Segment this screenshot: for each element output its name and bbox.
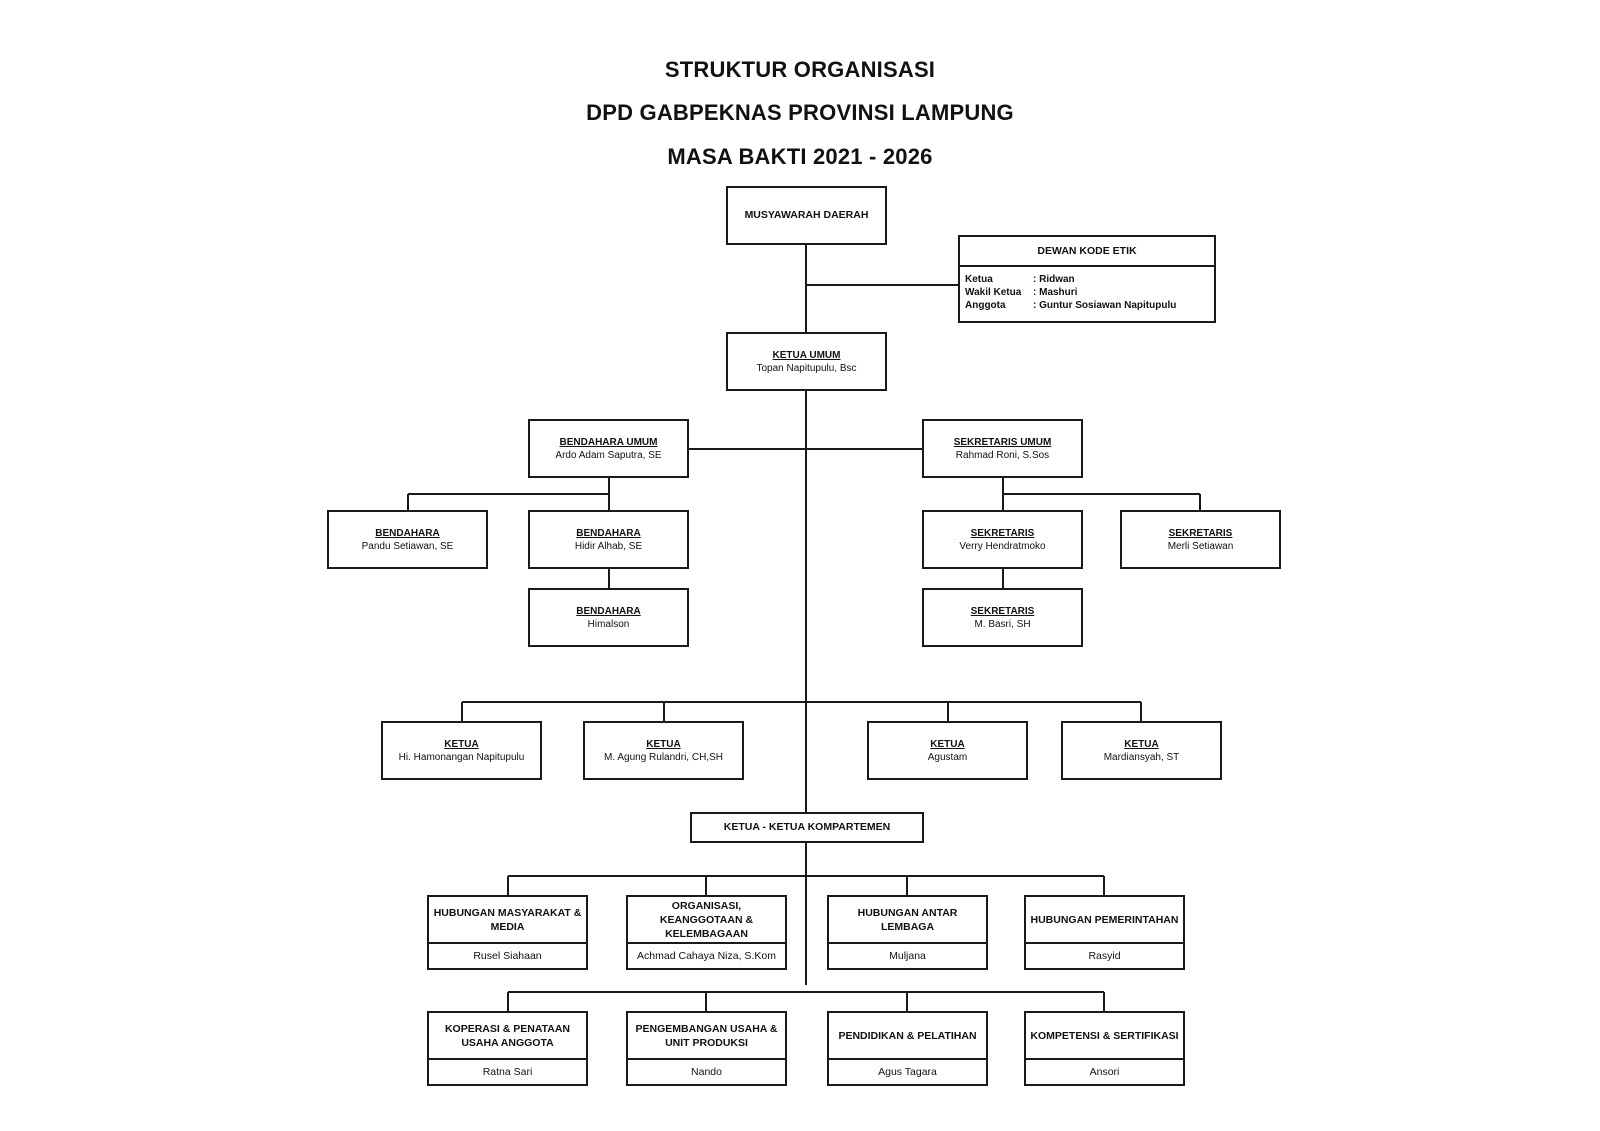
department-box: PENDIDIKAN & PELATIHAN Agus Tagara — [827, 1011, 988, 1086]
dewan-kode-etik-box: DEWAN KODE ETIK Ketua : Ridwan Wakil Ket… — [958, 235, 1216, 323]
sekretaris-title: SEKRETARIS — [970, 605, 1035, 617]
sekretaris-name: M. Basri, SH — [974, 618, 1031, 630]
kompartemen-box: KETUA - KETUA KOMPARTEMEN — [690, 812, 924, 843]
ketua-name: M. Agung Rulandri, CH,SH — [604, 751, 723, 763]
sekretaris-box: SEKRETARIS Merli Setiawan — [1120, 510, 1281, 569]
sekretaris-box: SEKRETARIS M. Basri, SH — [922, 588, 1083, 647]
ketua-box: KETUA Agustam — [867, 721, 1028, 780]
bendahara-title: BENDAHARA — [576, 605, 641, 617]
musyawarah-daerah-label: MUSYAWARAH DAERAH — [744, 209, 869, 221]
bendahara-title: BENDAHARA — [576, 527, 641, 539]
department-head-name: Muljana — [889, 950, 926, 962]
sekretaris-name: Verry Hendratmoko — [959, 540, 1046, 552]
ketua-title: KETUA — [930, 738, 965, 750]
dewan-kode-etik-row: Ketua : Ridwan — [960, 273, 1214, 286]
department-head-name: Rasyid — [1088, 950, 1121, 962]
ketua-box: KETUA Mardiansyah, ST — [1061, 721, 1222, 780]
ketua-umum-box: KETUA UMUM Topan Napitupulu, Bsc — [726, 332, 887, 391]
department-box: PENGEMBANGAN USAHA & UNIT PRODUKSI Nando — [626, 1011, 787, 1086]
department-box: HUBUNGAN PEMERINTAHAN Rasyid — [1024, 895, 1185, 970]
department-box: HUBUNGAN MASYARAKAT & MEDIA Rusel Siahaa… — [427, 895, 588, 970]
department-title: HUBUNGAN ANTAR LEMBAGA — [829, 897, 986, 944]
bendahara-umum-title: BENDAHARA UMUM — [559, 436, 658, 448]
bendahara-box: BENDAHARA Pandu Setiawan, SE — [327, 510, 488, 569]
sekretaris-title: SEKRETARIS — [1168, 527, 1233, 539]
dewan-kode-etik-row: Anggota : Guntur Sosiawan Napitupulu — [960, 299, 1214, 312]
bendahara-box: BENDAHARA Hidir Alhab, SE — [528, 510, 689, 569]
ketua-title: KETUA — [444, 738, 479, 750]
dewan-kode-etik-role: Ketua — [965, 274, 993, 285]
ketua-box: KETUA M. Agung Rulandri, CH,SH — [583, 721, 744, 780]
department-box: KOMPETENSI & SERTIFIKASI Ansori — [1024, 1011, 1185, 1086]
dewan-kode-etik-member: : Ridwan — [1033, 274, 1075, 285]
ketua-name: Hi. Hamonangan Napitupulu — [398, 751, 525, 763]
title-line-3: MASA BAKTI 2021 - 2026 — [667, 144, 933, 169]
department-title: KOMPETENSI & SERTIFIKASI — [1026, 1013, 1183, 1060]
kompartemen-label: KETUA - KETUA KOMPARTEMEN — [723, 821, 891, 833]
sekretaris-umum-box: SEKRETARIS UMUM Rahmad Roni, S.Sos — [922, 419, 1083, 478]
department-head-name: Rusel Siahaan — [473, 950, 542, 962]
ketua-box: KETUA Hi. Hamonangan Napitupulu — [381, 721, 542, 780]
sekretaris-umum-name: Rahmad Roni, S.Sos — [955, 449, 1050, 461]
department-head-name: Agus Tagara — [878, 1066, 937, 1078]
dewan-kode-etik-row: Wakil Ketua : Mashuri — [960, 286, 1214, 299]
title-line-2: DPD GABPEKNAS PROVINSI LAMPUNG — [586, 100, 1014, 125]
ketua-name: Mardiansyah, ST — [1103, 751, 1180, 763]
dewan-kode-etik-role: Anggota — [965, 300, 1006, 311]
department-head-name: Ratna Sari — [482, 1066, 533, 1078]
department-title: PENDIDIKAN & PELATIHAN — [829, 1013, 986, 1060]
department-title: PENGEMBANGAN USAHA & UNIT PRODUKSI — [628, 1013, 785, 1060]
department-box: HUBUNGAN ANTAR LEMBAGA Muljana — [827, 895, 988, 970]
dewan-kode-etik-member: : Guntur Sosiawan Napitupulu — [1033, 300, 1177, 311]
sekretaris-title: SEKRETARIS — [970, 527, 1035, 539]
dewan-kode-etik-role: Wakil Ketua — [965, 287, 1022, 298]
sekretaris-umum-title: SEKRETARIS UMUM — [953, 436, 1052, 448]
ketua-umum-title: KETUA UMUM — [772, 349, 841, 361]
department-title: ORGANISASI, KEANGGOTAAN & KELEMBAGAAN — [628, 897, 785, 944]
ketua-umum-name: Topan Napitupulu, Bsc — [756, 362, 857, 374]
department-title: HUBUNGAN PEMERINTAHAN — [1026, 897, 1183, 944]
department-title: HUBUNGAN MASYARAKAT & MEDIA — [429, 897, 586, 944]
bendahara-umum-name: Ardo Adam Saputra, SE — [555, 449, 662, 461]
bendahara-box: BENDAHARA Himalson — [528, 588, 689, 647]
sekretaris-name: Merli Setiawan — [1167, 540, 1234, 552]
musyawarah-daerah-box: MUSYAWARAH DAERAH — [726, 186, 887, 245]
department-head-name: Ansori — [1089, 1066, 1120, 1078]
department-box: KOPERASI & PENATAAN USAHA ANGGOTA Ratna … — [427, 1011, 588, 1086]
dewan-kode-etik-member: : Mashuri — [1033, 287, 1078, 298]
bendahara-name: Pandu Setiawan, SE — [361, 540, 454, 552]
ketua-title: KETUA — [646, 738, 681, 750]
title-line-1: STRUKTUR ORGANISASI — [664, 57, 936, 82]
sekretaris-box: SEKRETARIS Verry Hendratmoko — [922, 510, 1083, 569]
bendahara-name: Hidir Alhab, SE — [574, 540, 643, 552]
ketua-title: KETUA — [1124, 738, 1159, 750]
bendahara-name: Himalson — [587, 618, 630, 630]
department-head-name: Achmad Cahaya Niza, S.Kom — [637, 950, 776, 962]
bendahara-umum-box: BENDAHARA UMUM Ardo Adam Saputra, SE — [528, 419, 689, 478]
dewan-kode-etik-title: DEWAN KODE ETIK — [960, 237, 1214, 267]
ketua-name: Agustam — [927, 751, 968, 763]
department-box: ORGANISASI, KEANGGOTAAN & KELEMBAGAAN Ac… — [626, 895, 787, 970]
bendahara-title: BENDAHARA — [375, 527, 440, 539]
department-title: KOPERASI & PENATAAN USAHA ANGGOTA — [429, 1013, 586, 1060]
department-head-name: Nando — [691, 1066, 722, 1078]
